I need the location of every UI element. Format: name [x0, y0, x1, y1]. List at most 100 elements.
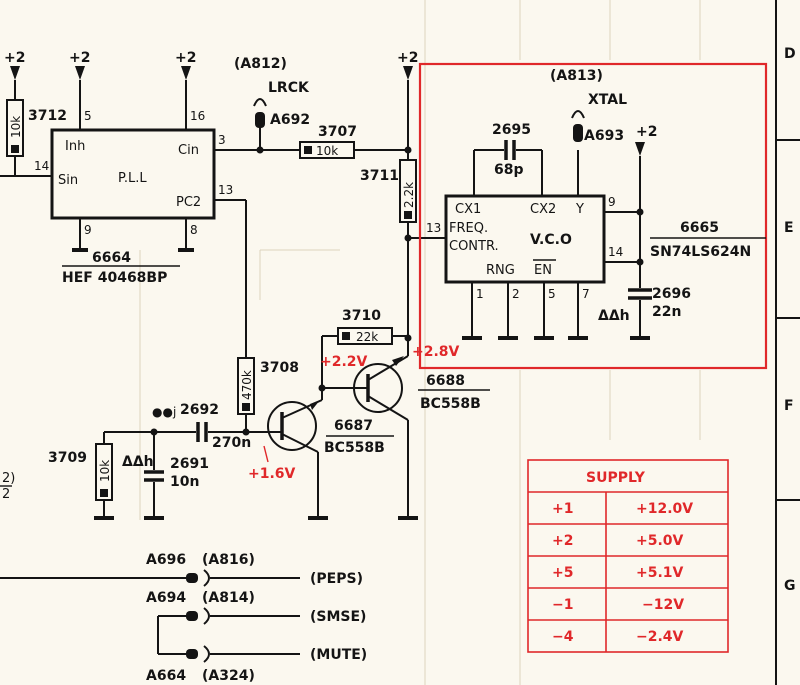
signal-mute: (MUTE)	[310, 647, 367, 663]
resistor-3711-value: 2.2k	[402, 182, 416, 208]
page-grid-border: D E F G	[775, 0, 800, 685]
resistor-3708: 470k 3708	[237, 357, 299, 436]
supply-table: SUPPLY +1 +12.0V +2 +5.0V +5 +5.1V −1 −1…	[527, 459, 729, 653]
svg-text:5: 5	[548, 287, 556, 301]
capacitor-2692-value: 270n	[212, 435, 251, 451]
svg-text:A694: A694	[146, 590, 186, 606]
resistor-3709-ref: 3709	[48, 450, 87, 466]
vco-rng-label: RNG	[486, 263, 515, 278]
supply-rail-cell: −4	[552, 629, 574, 645]
resistor-3712-value: 10k	[9, 116, 23, 138]
grid-letter-g: G	[784, 578, 796, 594]
svg-text:(A812): (A812)	[234, 56, 287, 72]
svg-text:XTAL: XTAL	[588, 92, 627, 108]
rail-mid1-label: +2	[69, 50, 90, 66]
vco-freq-label: FREQ.	[449, 221, 488, 236]
background-ghost-print	[139, 0, 701, 685]
pll-part-number: HEF 40468BP	[62, 270, 167, 286]
vco-label: V.C.O	[530, 232, 572, 248]
supply-rails: +2 +2 +2 +2	[4, 50, 418, 160]
svg-text:14: 14	[34, 159, 49, 173]
capacitor-2696-value: 22n	[652, 304, 681, 320]
voltage-1-6v: +1.6V	[248, 466, 296, 482]
vco-en-label: EN	[534, 263, 552, 278]
pll-ic-6664: P.L.L Inh Sin Cin PC2 5 16 14 3 13 9 8 6…	[0, 80, 300, 358]
supply-voltage-cell: +12.0V	[636, 501, 693, 517]
resistor-3707: 3707 10k	[299, 124, 412, 159]
supply-table-title: SUPPLY	[586, 470, 646, 486]
table-row: −4 −2.4V	[552, 629, 684, 645]
transistor-6688-ref: 6688	[426, 373, 465, 389]
transistor-6687-part: BC558B	[324, 440, 385, 456]
svg-text:14: 14	[608, 245, 623, 259]
signal-smse: (SMSE)	[310, 609, 366, 625]
capacitor-2692: 2692 ●●j 270n	[104, 402, 251, 451]
capacitor-2691: ΔΔh 2691 10n	[122, 432, 209, 520]
voltage-2-8v: +2.8V	[412, 344, 460, 360]
grid-letter-d: D	[784, 46, 796, 62]
supply-voltage-cell: +5.1V	[636, 565, 684, 581]
svg-text:7: 7	[582, 287, 590, 301]
svg-text:3: 3	[218, 133, 226, 147]
vco-ref: 6665	[680, 220, 719, 236]
transistor-6688-part: BC558B	[420, 396, 481, 412]
capacitor-2692-mark: ●●j	[152, 405, 176, 419]
resistor-3708-ref: 3708	[260, 360, 299, 376]
svg-text:8: 8	[190, 223, 198, 237]
rail-left-label: +2	[4, 50, 25, 66]
supply-voltage-cell: −2.4V	[636, 629, 684, 645]
pll-pin-pc2: PC2	[176, 195, 201, 210]
supply-voltage-cell: −12V	[642, 597, 684, 613]
svg-text:16: 16	[190, 109, 205, 123]
supply-voltage-cell: +5.0V	[636, 533, 684, 549]
svg-text:9: 9	[608, 195, 616, 209]
vco-contr-label: CONTR.	[449, 239, 499, 254]
signal-peps: (PEPS)	[310, 571, 363, 587]
rail-vco-label: +2	[636, 124, 657, 140]
grid-letter-e: E	[784, 220, 794, 236]
vco-ic-6665: V.C.O CX1 CX2 Y FREQ. CONTR. RNG EN 9 14…	[426, 150, 766, 340]
svg-text:(A814): (A814)	[202, 590, 255, 606]
left-edge-fragment: 2) 2	[0, 471, 15, 502]
vco-highlight-box	[418, 62, 768, 370]
resistor-3710-value: 22k	[356, 330, 378, 344]
capacitor-2695-value: 68p	[494, 162, 524, 178]
table-row: +5 +5.1V	[552, 565, 684, 581]
voltage-annotations: +2.2V +2.8V +1.6V	[248, 344, 460, 482]
resistor-3707-ref: 3707	[318, 124, 357, 140]
resistor-3707-value: 10k	[316, 144, 338, 158]
svg-text:5: 5	[84, 109, 92, 123]
svg-text:9: 9	[84, 223, 92, 237]
svg-text:(A813): (A813)	[550, 68, 603, 84]
connector-lrck: (A812) LRCK A692	[234, 56, 310, 154]
transistor-6687: 6687 BC558B	[246, 399, 394, 520]
connector-xtal: (A813) XTAL A693	[550, 68, 627, 144]
svg-text:A693: A693	[584, 128, 624, 144]
svg-text:A696: A696	[146, 552, 186, 568]
resistor-3712-ref: 3712	[28, 108, 67, 124]
svg-text:A664: A664	[146, 668, 186, 684]
bottom-connectors: A696 (A816) (PEPS) A694 (A814) (SMSE) A6…	[0, 552, 367, 684]
vco-pin-cx2: CX2	[530, 202, 556, 217]
resistor-3711-ref: 3711	[360, 168, 399, 184]
capacitor-2695-ref: 2695	[492, 122, 531, 138]
svg-text:13: 13	[218, 183, 233, 197]
resistor-3709: 10k 3709	[48, 432, 114, 520]
svg-text:2: 2	[512, 287, 520, 301]
vco-supply-and-capacitor-2696: +2 2696 22n ΔΔh	[598, 124, 691, 340]
table-row: +2 +5.0V	[552, 533, 684, 549]
supply-rail-cell: +2	[552, 533, 573, 549]
resistor-3711: 3711 2.2k	[360, 159, 446, 340]
pll-label: P.L.L	[118, 171, 147, 186]
svg-text:2): 2)	[2, 471, 15, 486]
pll-pin-sin: Sin	[58, 173, 78, 188]
svg-text:(A816): (A816)	[202, 552, 255, 568]
svg-text:2: 2	[2, 487, 10, 502]
vco-pin-cx1: CX1	[455, 202, 481, 217]
svg-text:(A324): (A324)	[202, 668, 255, 684]
resistor-3712: 10k 3712	[6, 99, 67, 176]
transistor-6687-ref: 6687	[334, 418, 373, 434]
vco-part-number: SN74LS624N	[650, 244, 751, 260]
resistor-3710-ref: 3710	[342, 308, 381, 324]
voltage-2-2v: +2.2V	[320, 354, 368, 370]
